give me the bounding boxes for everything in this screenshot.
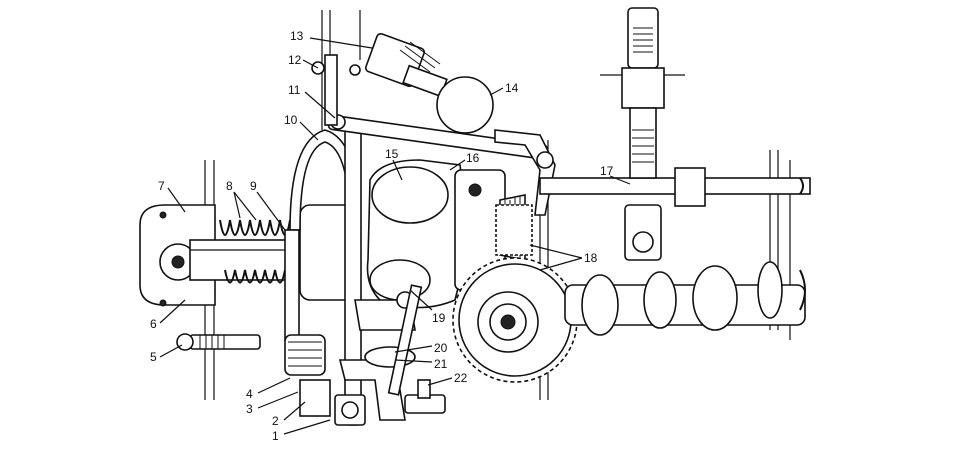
label-7: 7 xyxy=(158,179,165,193)
callout-labels: 1 2 3 4 5 6 7 8 9 10 11 12 13 14 15 16 1… xyxy=(150,29,614,443)
adjust-knob xyxy=(402,64,494,134)
label-9: 9 xyxy=(250,179,257,193)
label-15: 15 xyxy=(385,147,399,161)
label-13: 13 xyxy=(290,29,304,43)
label-20: 20 xyxy=(434,341,448,355)
camshaft xyxy=(564,261,806,336)
label-8: 8 xyxy=(226,179,233,193)
label-6: 6 xyxy=(150,317,157,331)
label-16: 16 xyxy=(466,151,480,165)
control-rod xyxy=(539,167,811,207)
label-12: 12 xyxy=(288,53,302,67)
label-17: 17 xyxy=(600,164,614,178)
label-10: 10 xyxy=(284,113,298,127)
leader-lines xyxy=(159,37,631,435)
label-3: 3 xyxy=(246,402,253,416)
label-4: 4 xyxy=(246,387,253,401)
fork-lever xyxy=(284,124,362,426)
drive-gear xyxy=(452,204,578,383)
upper-linkage xyxy=(311,32,549,160)
label-1: 1 xyxy=(272,429,279,443)
label-5: 5 xyxy=(150,350,157,364)
label-18: 18 xyxy=(584,251,598,265)
label-2: 2 xyxy=(272,414,279,428)
label-22: 22 xyxy=(454,371,468,385)
governor-springs xyxy=(219,204,356,301)
label-21: 21 xyxy=(434,357,448,371)
pump-element xyxy=(600,7,685,261)
label-11: 11 xyxy=(288,83,301,97)
lower-assembly xyxy=(176,284,446,426)
label-14: 14 xyxy=(505,81,519,95)
label-19: 19 xyxy=(432,311,446,325)
